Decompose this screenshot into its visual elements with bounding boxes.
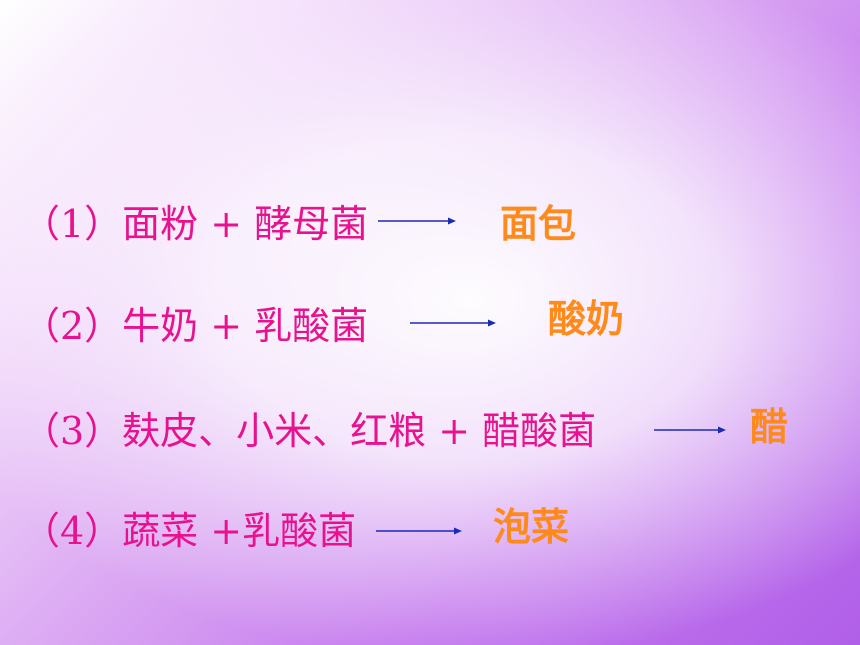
reaction-text-4: （4）蔬菜 +乳酸菌 [22, 509, 357, 553]
reaction-text-3: （3）麸皮、小米、红粮 + 醋酸菌 [22, 409, 597, 453]
arrow-icon [654, 424, 726, 436]
product-label-1: 面包 [500, 202, 577, 246]
product-label-2: 酸奶 [548, 297, 625, 341]
arrow-icon [410, 317, 496, 329]
arrow-icon [378, 215, 456, 227]
arrow-icon [376, 525, 462, 537]
reaction-text-2: （2）牛奶 + 乳酸菌 [22, 304, 369, 348]
product-label-4: 泡菜 [493, 505, 570, 549]
product-label-3: 醋 [750, 405, 789, 449]
reaction-text-1: （1）面粉 + 酵母菌 [22, 202, 369, 246]
